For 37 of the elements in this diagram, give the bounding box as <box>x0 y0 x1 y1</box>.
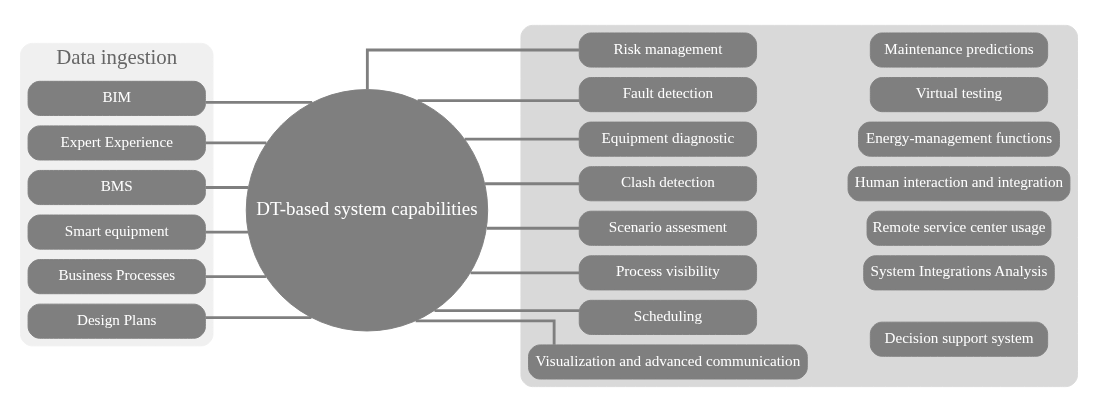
node-box: Equipment diagnostic <box>578 121 758 157</box>
connector <box>470 271 580 275</box>
connector <box>417 99 580 102</box>
connector <box>205 101 313 104</box>
node-box: Energy-management functions <box>858 121 1060 157</box>
node-box: Smart equipment <box>27 214 206 250</box>
node-box: Risk management <box>578 32 758 68</box>
connector <box>434 309 580 312</box>
node-box: Decision support system <box>869 321 1049 357</box>
connector <box>205 316 312 320</box>
connector <box>365 48 579 90</box>
node-box: Virtual testing <box>869 77 1049 113</box>
connector <box>205 186 249 189</box>
node-box: Clash detection <box>578 166 758 202</box>
node-circle: DT-based system capabilities <box>245 89 489 332</box>
connector <box>464 137 580 141</box>
node-box: Scenario assesment <box>578 210 758 246</box>
connector <box>205 141 267 145</box>
node-box: Process visibility <box>578 255 758 291</box>
node-box: Visualization and advanced communication <box>528 344 808 380</box>
connector <box>485 182 580 186</box>
connector <box>205 275 266 279</box>
node-box: Remote service center usage <box>866 210 1052 246</box>
node-box: Design Plans <box>27 303 206 339</box>
node-box: Maintenance predictions <box>869 32 1049 68</box>
node-box: Expert Experience <box>27 125 206 161</box>
node-box: Scheduling <box>578 299 758 335</box>
node-box: System Integrations Analysis <box>863 255 1055 291</box>
cluster <box>520 24 1078 388</box>
node-box: Business Processes <box>27 259 206 295</box>
node-box: Fault detection <box>578 77 758 113</box>
connector <box>486 226 580 230</box>
node-box: BMS <box>27 169 206 206</box>
node-box: Human interaction and integration <box>847 166 1071 202</box>
node-box: BIM <box>27 80 206 116</box>
connector <box>415 319 556 345</box>
connector <box>205 230 249 234</box>
